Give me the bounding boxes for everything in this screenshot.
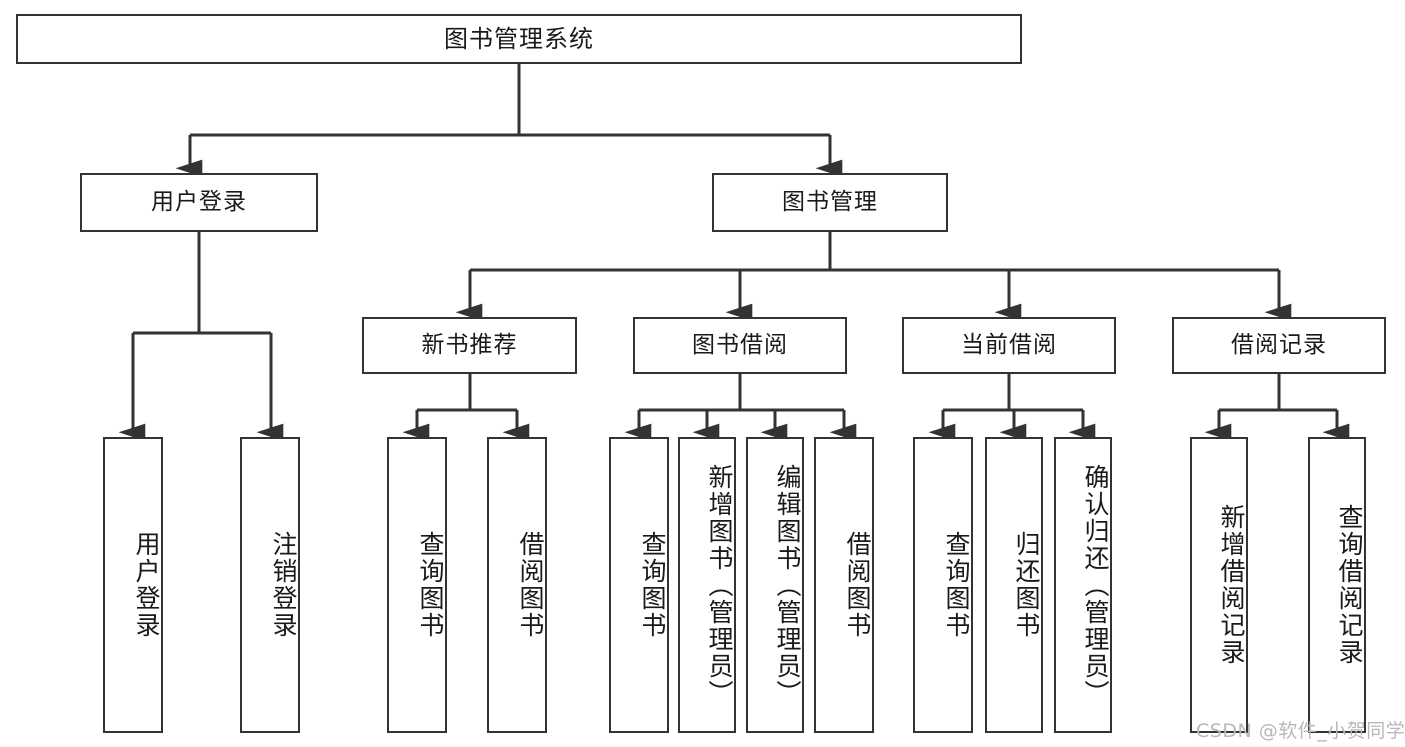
leaf-label: 用户登录 <box>132 531 161 639</box>
node-leaf-logout-login[interactable]: 注销登录 <box>240 437 300 733</box>
leaf-label: 查询图书 <box>638 531 667 639</box>
leaf-label: 新增图书（管理员） <box>705 463 734 707</box>
leaf-label: 查询图书 <box>416 531 445 639</box>
node-new-book-recommend[interactable]: 新书推荐 <box>362 317 577 374</box>
node-borrow-record[interactable]: 借阅记录 <box>1172 317 1386 374</box>
leaf-label: 查询图书 <box>942 531 971 639</box>
node-leaf-query-borrow-record[interactable]: 查询借阅记录 <box>1308 437 1366 733</box>
node-leaf-query-book-2[interactable]: 查询图书 <box>609 437 669 733</box>
leaf-label: 借阅图书 <box>843 531 872 639</box>
node-root-system[interactable]: 图书管理系统 <box>16 14 1022 64</box>
leaf-label: 归还图书 <box>1012 531 1041 639</box>
node-leaf-add-book-admin[interactable]: 新增图书（管理员） <box>678 437 736 733</box>
leaf-label: 确认归还（管理员） <box>1081 463 1110 707</box>
node-leaf-user-login[interactable]: 用户登录 <box>103 437 163 733</box>
leaf-label: 借阅图书 <box>516 531 545 639</box>
node-leaf-return-book[interactable]: 归还图书 <box>985 437 1043 733</box>
node-user-login[interactable]: 用户登录 <box>80 173 318 232</box>
leaf-label: 新增借阅记录 <box>1217 504 1246 666</box>
leaf-label: 编辑图书（管理员） <box>773 463 802 707</box>
leaf-label: 注销登录 <box>269 531 298 639</box>
node-leaf-borrow-book-2[interactable]: 借阅图书 <box>814 437 874 733</box>
node-leaf-add-borrow-record[interactable]: 新增借阅记录 <box>1190 437 1248 733</box>
csdn-watermark: CSDN @软件_小贺同学 <box>1196 720 1405 742</box>
node-leaf-query-book-1[interactable]: 查询图书 <box>387 437 447 733</box>
node-leaf-query-book-3[interactable]: 查询图书 <box>913 437 973 733</box>
node-book-borrow[interactable]: 图书借阅 <box>633 317 847 374</box>
node-leaf-confirm-return-admin[interactable]: 确认归还（管理员） <box>1054 437 1112 733</box>
node-leaf-borrow-book-1[interactable]: 借阅图书 <box>487 437 547 733</box>
node-book-management[interactable]: 图书管理 <box>712 173 948 232</box>
leaf-label: 查询借阅记录 <box>1335 504 1364 666</box>
node-leaf-edit-book-admin[interactable]: 编辑图书（管理员） <box>746 437 804 733</box>
node-current-borrow[interactable]: 当前借阅 <box>902 317 1116 374</box>
